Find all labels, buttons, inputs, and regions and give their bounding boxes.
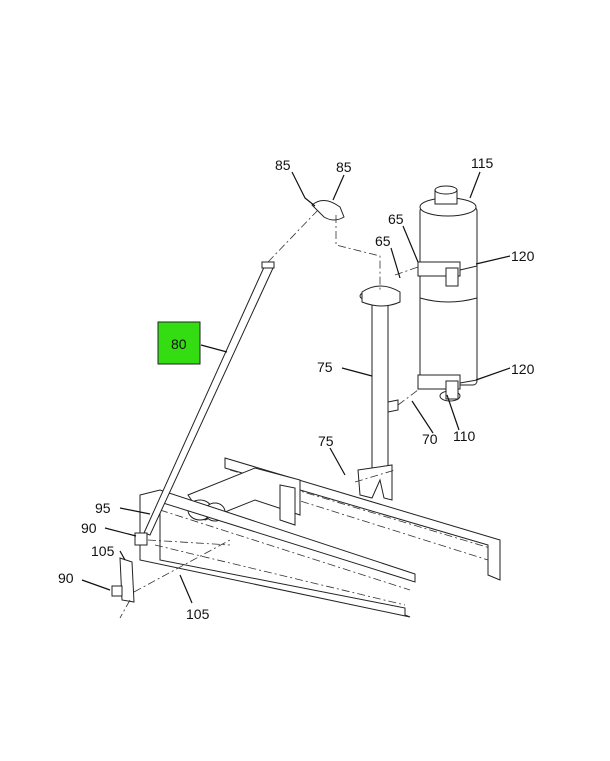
callout-65[interactable]: 65 (375, 233, 391, 249)
callout-80[interactable]: 80 (171, 336, 187, 352)
callout-120[interactable]: 120 (511, 361, 535, 377)
callout-115[interactable]: 115 (471, 155, 494, 171)
callout-75[interactable]: 75 (318, 433, 334, 449)
callout-90[interactable]: 90 (81, 520, 97, 536)
callout-70[interactable]: 70 (422, 431, 438, 447)
callout-90[interactable]: 90 (58, 570, 74, 586)
leader-lines (81, 171, 511, 604)
callout-110[interactable]: 110 (453, 428, 476, 444)
clamp-120-upper (417, 261, 478, 287)
callout-75[interactable]: 75 (317, 359, 333, 375)
bracket-105 (111, 557, 135, 603)
callout-105[interactable]: 105 (91, 543, 115, 559)
callout-85[interactable]: 85 (275, 157, 291, 173)
exhaust-pipe-75 (357, 285, 401, 501)
callout-95[interactable]: 95 (95, 500, 111, 516)
callout-105[interactable]: 105 (186, 606, 210, 622)
bracket-85 (311, 200, 345, 221)
brace-rod-80 (134, 261, 275, 546)
highlighted-part-80-box[interactable] (157, 321, 201, 365)
muffler-115 (419, 185, 478, 402)
callout-120[interactable]: 120 (511, 248, 535, 264)
callout-85[interactable]: 85 (336, 159, 352, 175)
callout-65[interactable]: 65 (388, 211, 404, 227)
clamp-120-lower (417, 374, 478, 400)
frame-rail-front (139, 489, 416, 618)
